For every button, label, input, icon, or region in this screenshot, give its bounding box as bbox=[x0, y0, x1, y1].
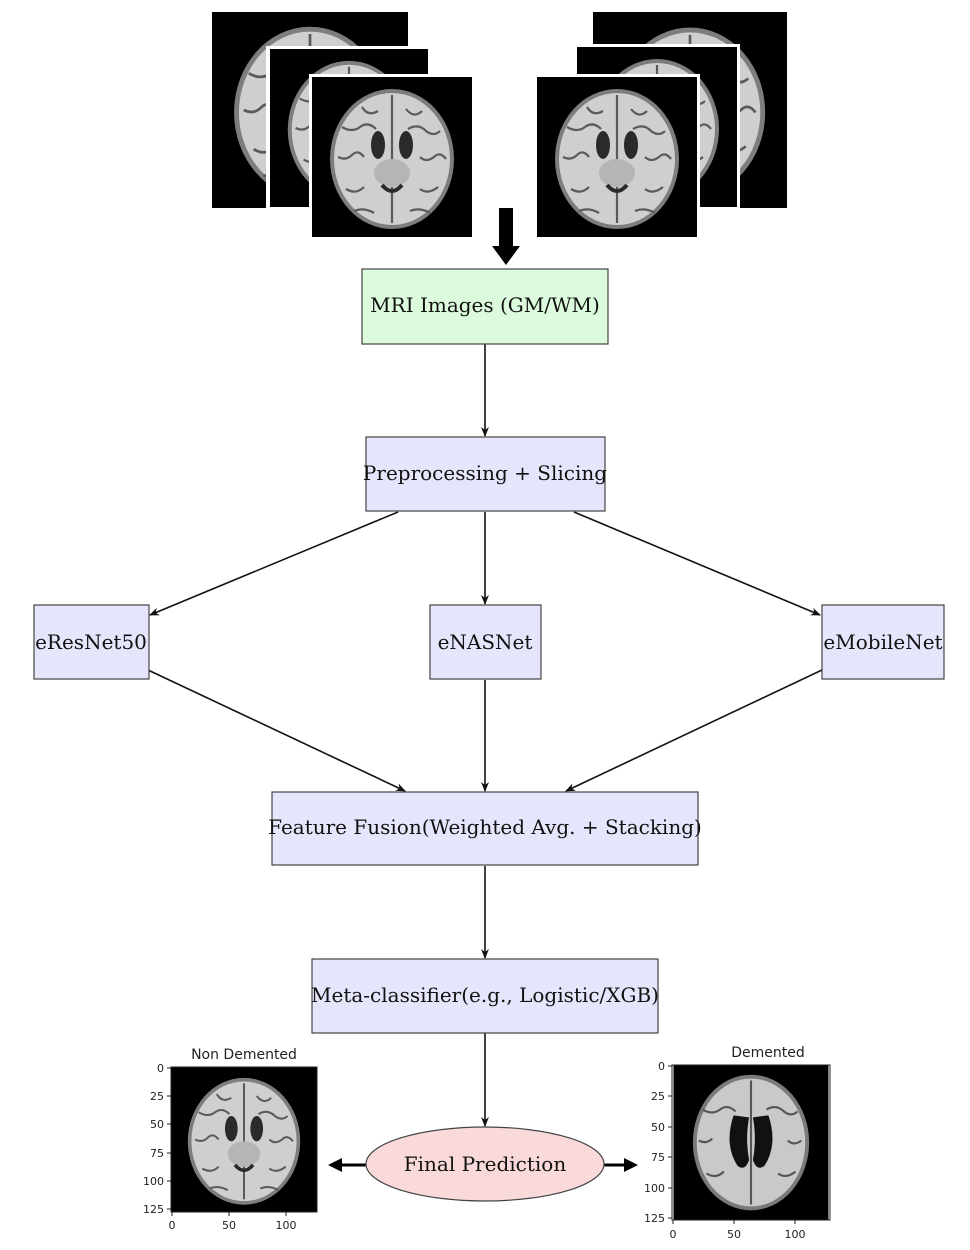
node-label: Feature Fusion(Weighted Avg. + Stacking) bbox=[268, 815, 702, 839]
y-tick-label: 125 bbox=[143, 1203, 164, 1216]
x-tick-label: 100 bbox=[276, 1219, 297, 1232]
y-tick-label: 50 bbox=[651, 1121, 665, 1134]
x-tick-label: 50 bbox=[222, 1219, 236, 1232]
y-tick-label: 100 bbox=[644, 1182, 665, 1195]
node-meta-classifier: Meta-classifier(e.g., Logistic/XGB) bbox=[311, 958, 659, 1034]
x-tick-label: 100 bbox=[785, 1228, 806, 1241]
node-label: MRI Images (GM/WM) bbox=[370, 293, 600, 317]
edge-eresnet-to-fusion bbox=[147, 669, 406, 792]
node-enasnet: eNASNet bbox=[429, 604, 542, 680]
mri-image-stack-right bbox=[534, 12, 787, 240]
y-tick-label: 50 bbox=[150, 1118, 164, 1131]
node-final-prediction: Final Prediction bbox=[365, 1126, 605, 1202]
x-tick-label: 50 bbox=[727, 1228, 741, 1241]
edge-preprocessing-to-eresnet bbox=[149, 511, 399, 616]
y-tick-label: 25 bbox=[651, 1090, 665, 1103]
node-emobilenet: eMobileNet bbox=[821, 604, 945, 680]
y-tick-label: 0 bbox=[658, 1060, 665, 1073]
node-eresnet50: eResNet50 bbox=[33, 604, 150, 680]
plot-title: Demented bbox=[731, 1045, 805, 1061]
node-label: eMobileNet bbox=[823, 630, 942, 654]
prediction-output-arrows bbox=[328, 1158, 638, 1172]
plot-demented: Demented 0 25 50 75 100 125 0 50 100 bbox=[644, 1045, 831, 1241]
node-feature-fusion: Feature Fusion(Weighted Avg. + Stacking) bbox=[268, 791, 702, 866]
y-tick-label: 25 bbox=[150, 1090, 164, 1103]
plot-title: Non Demented bbox=[191, 1047, 297, 1063]
y-tick-label: 100 bbox=[143, 1175, 164, 1188]
x-tick-label: 0 bbox=[169, 1219, 176, 1232]
node-preprocessing: Preprocessing + Slicing bbox=[363, 436, 607, 512]
y-tick-label: 0 bbox=[157, 1062, 164, 1075]
node-label: eNASNet bbox=[438, 630, 533, 654]
edge-preprocessing-to-emobilenet bbox=[573, 511, 821, 616]
y-tick-label: 75 bbox=[651, 1151, 665, 1164]
node-label: eResNet50 bbox=[35, 630, 147, 654]
mri-image-stack-left bbox=[212, 12, 475, 240]
node-label: Meta-classifier(e.g., Logistic/XGB) bbox=[311, 983, 659, 1007]
x-tick-label: 0 bbox=[670, 1228, 677, 1241]
plot-non-demented: Non Demented 0 25 50 75 100 125 0 50 100 bbox=[143, 1047, 318, 1232]
input-arrow bbox=[492, 208, 520, 265]
edge-emobilenet-to-fusion bbox=[565, 669, 823, 792]
y-tick-label: 75 bbox=[150, 1147, 164, 1160]
edges bbox=[147, 344, 823, 1127]
node-label: Preprocessing + Slicing bbox=[363, 461, 607, 485]
node-label: Final Prediction bbox=[404, 1152, 567, 1176]
node-mri-images: MRI Images (GM/WM) bbox=[361, 268, 609, 345]
y-tick-label: 125 bbox=[644, 1212, 665, 1225]
